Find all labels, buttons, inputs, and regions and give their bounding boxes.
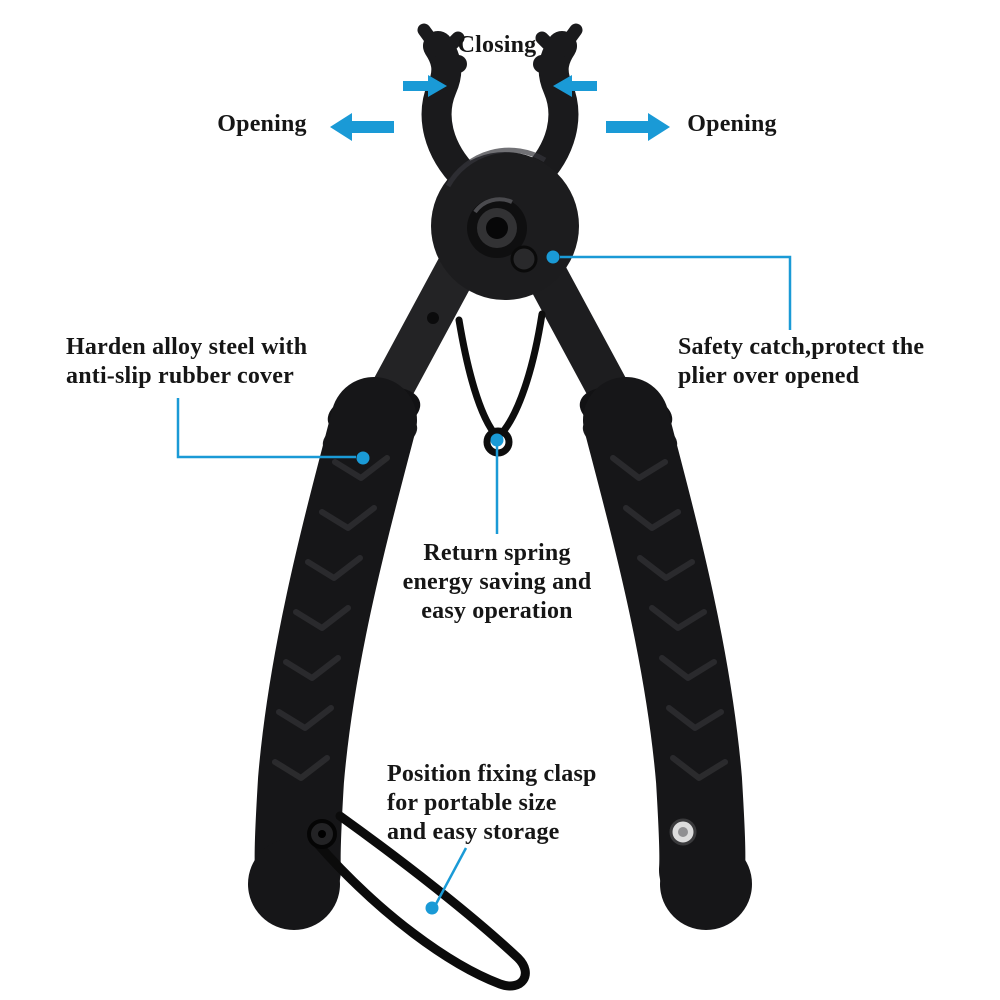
annotation-line: energy saving and [402,569,592,595]
annotation-line: plier over opened [678,363,860,389]
annotation-safety: Safety catch,protect the plier over open… [678,333,924,391]
closing-arrow-left-icon [403,75,447,97]
annotation-steel: Harden alloy steel with anti-slip rubber… [66,333,307,391]
leader-dot-safety [546,250,560,264]
annotation-opening-left: Opening [192,110,332,139]
safety-catch-pin [510,245,538,273]
leader-line-clasp [434,847,468,905]
opening-arrow-right-icon [606,113,670,141]
annotation-line: Position fixing clasp [387,761,597,787]
annotation-line: Safety catch,protect the [678,334,925,360]
return-spring [455,310,546,457]
opening-arrow-left-icon [330,113,394,141]
annotation-closing: Closing [397,31,597,60]
leader-dot-clasp [425,901,439,915]
annotation-clasp: Position fixing clasp for portable size … [387,760,597,847]
annotation-line: Return spring [423,540,571,566]
annotation-spring: Return spring energy saving and easy ope… [371,539,623,626]
leader-dot-spring [490,433,504,447]
leader-line-safety [560,255,792,330]
annotation-line: and easy storage [387,819,560,845]
annotation-line: easy operation [421,598,573,624]
plier-jaws [417,23,583,193]
pivot-head [431,147,579,300]
leader-line-steel [176,398,356,459]
left-handle [248,377,417,930]
annotation-line: for portable size [387,790,557,816]
fixing-clasp [307,811,697,991]
handle-ribs [272,455,728,781]
closing-arrow-right-icon [553,75,597,97]
annotation-line: Opening [687,111,777,137]
annotation-opening-right: Opening [662,110,802,139]
right-handle [583,377,752,930]
leader-dot-steel [356,451,370,465]
annotation-line: anti-slip rubber cover [66,363,294,389]
annotation-line: Opening [217,111,307,137]
annotation-line: Harden alloy steel with [66,334,308,360]
annotation-line: Closing [457,32,537,58]
arm-screw [427,312,439,324]
